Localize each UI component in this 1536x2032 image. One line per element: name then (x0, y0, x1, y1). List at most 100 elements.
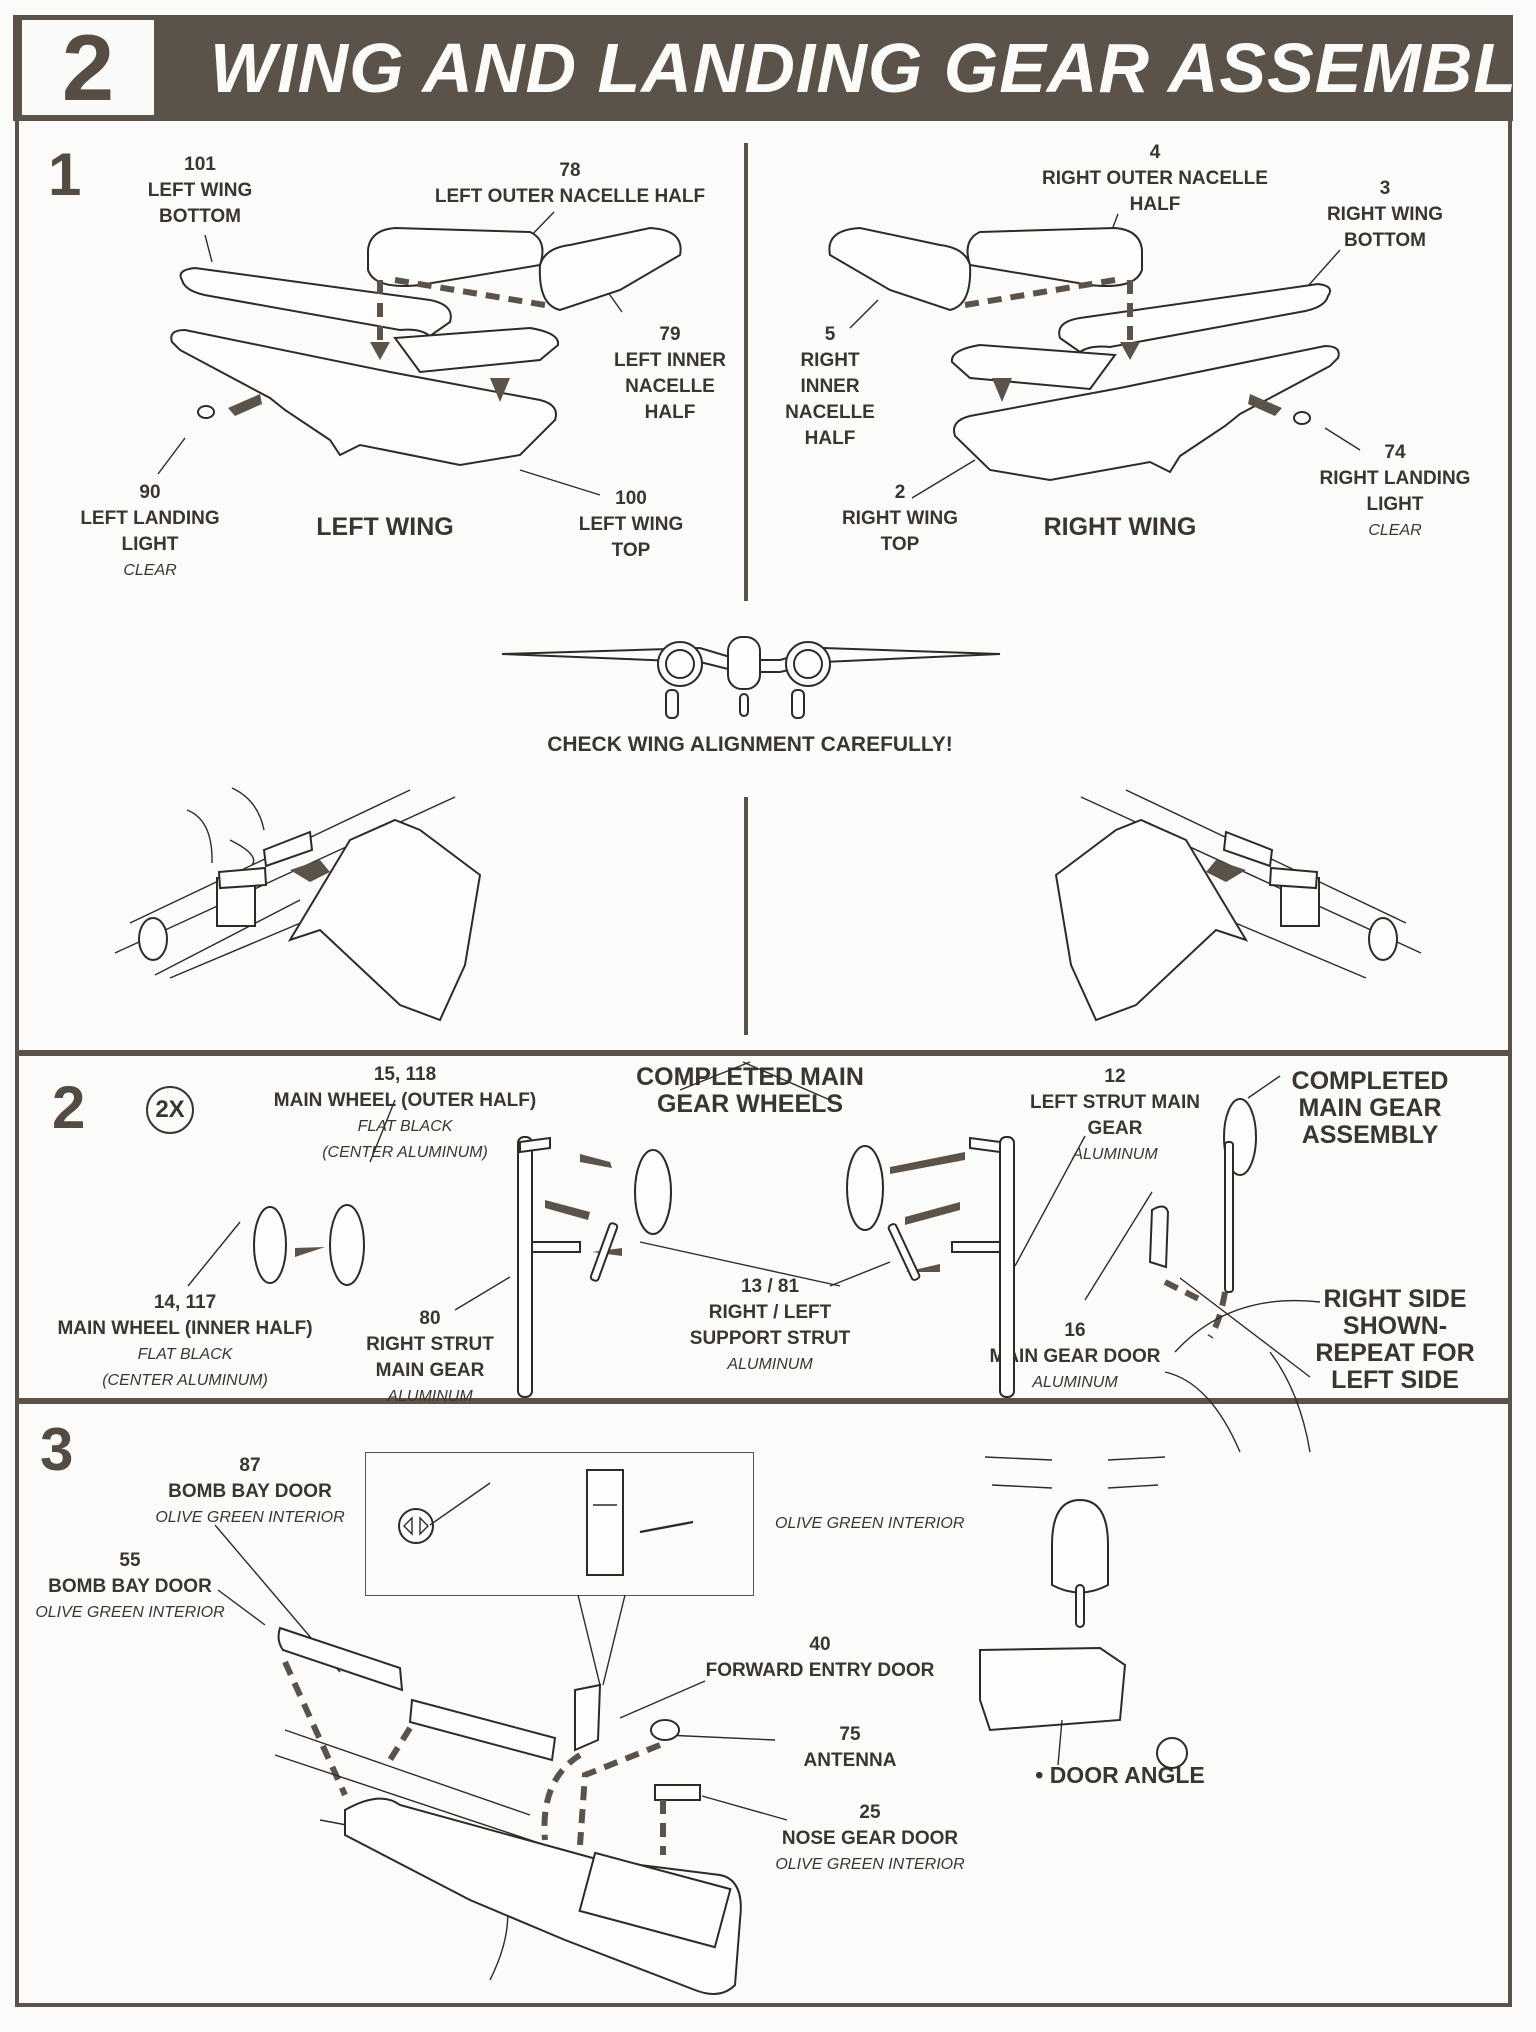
double-arrow-icon (403, 1516, 429, 1536)
outer-wheel-half (329, 1204, 365, 1286)
leader-line (1014, 1135, 1086, 1267)
right-arrow (228, 394, 262, 416)
assembly-dash (541, 1752, 582, 1841)
right-flap-part (950, 343, 1117, 391)
strut-axle (519, 1136, 551, 1154)
down-arrow (1120, 342, 1140, 360)
door-frame-detail (586, 1469, 624, 1576)
down-arrow (992, 378, 1012, 402)
left-wing-bottom-part (179, 266, 452, 338)
completed-wheel (634, 1149, 672, 1235)
quantity-badge: 2X (146, 1086, 194, 1134)
section-number: 2 (61, 14, 115, 120)
step-1-diagram (157, 211, 1361, 719)
leader-line (429, 1482, 491, 1526)
left-flap-part (393, 326, 560, 374)
section-title: WING AND LANDING GEAR ASSEMBLY (210, 29, 1536, 107)
right-wing-root (1054, 818, 1249, 1022)
leader-line (217, 1589, 266, 1626)
leader-line (1324, 427, 1361, 451)
antenna-part (650, 1719, 680, 1741)
leader-line (664, 1734, 776, 1741)
wing-spar-tab (1268, 866, 1319, 890)
wing-spar-tab (1222, 830, 1274, 868)
step-3-diagram (214, 1456, 1188, 1995)
step-2-number: 2 (52, 1074, 86, 1141)
wing-attach-diagram (114, 787, 1422, 1022)
step-3-panel (15, 1400, 1512, 2007)
leader-line (701, 1795, 788, 1821)
leader-line (204, 234, 213, 263)
left-wing-root (287, 818, 482, 1022)
fuselage-front-view (1051, 1498, 1109, 1594)
completed-wheel (846, 1145, 884, 1231)
leader-line (187, 1221, 241, 1287)
fuselage-nose-section (344, 1797, 742, 1995)
leader-line (911, 459, 976, 499)
leader-line (369, 1099, 396, 1163)
leader-line (1247, 1075, 1281, 1099)
assembly-dash (1207, 1291, 1228, 1339)
step-1-number: 1 (48, 141, 82, 208)
support-strut (887, 1223, 921, 1281)
fuselage-side-view (979, 1646, 1127, 1732)
leader-line (1084, 1191, 1153, 1301)
leader-line (1179, 1277, 1311, 1378)
right-strut (517, 1136, 533, 1398)
left-strut (999, 1136, 1015, 1398)
strut-axle (969, 1136, 1001, 1154)
left-arrow (580, 1154, 612, 1168)
callout-line (602, 1594, 626, 1686)
fuselage-nose-ring (138, 917, 168, 961)
leader-line (157, 437, 186, 475)
left-landing-light-part (197, 405, 215, 419)
fuselage-nose-ring (1368, 917, 1398, 961)
strut-arm (531, 1241, 581, 1253)
nose-panel (578, 1851, 732, 1949)
right-wing-heading: RIGHT WING (1043, 513, 1197, 541)
left-inner-nacelle-part (538, 226, 682, 312)
leader-line (679, 1061, 751, 1091)
down-arrow (490, 378, 510, 402)
wing-spar-tab (262, 830, 314, 868)
left-arrow (1206, 860, 1246, 882)
wing-spar-tab (217, 866, 268, 890)
right-wing-bottom-part (1058, 282, 1331, 354)
left-wing-heading: LEFT WING (316, 513, 454, 541)
step-1-divider-bottom (744, 797, 748, 1035)
inset-callout-label: OLIVE GREEN INTERIOR (775, 1515, 965, 1532)
reversible-symbol-icon (398, 1508, 434, 1544)
inner-wheel-half (253, 1206, 287, 1284)
assembly-dash (387, 1726, 413, 1762)
section-number-box: 2 (22, 20, 154, 115)
detail-inset (365, 1452, 754, 1596)
right-arrow (290, 860, 330, 882)
left-arrow (545, 1200, 590, 1220)
section-header (13, 15, 1513, 121)
bomb-bay-door-87 (408, 1698, 557, 1762)
callout-line (577, 1594, 601, 1686)
leader-line (829, 1261, 891, 1287)
leader-line (849, 299, 879, 329)
assembled-strut (1224, 1141, 1234, 1293)
